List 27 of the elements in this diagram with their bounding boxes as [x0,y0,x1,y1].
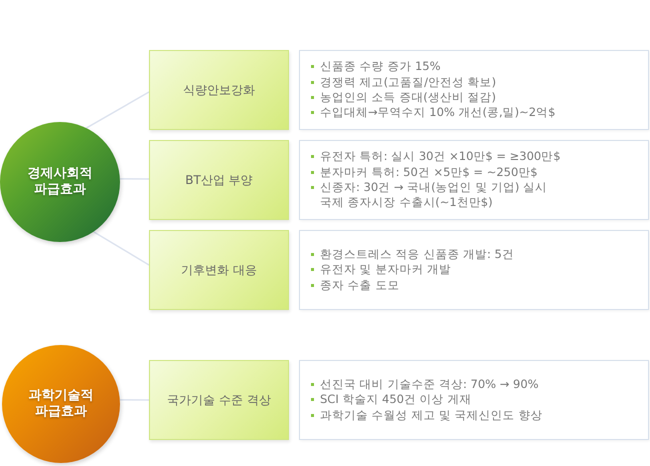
bullet-text: 경쟁력 제고(고품질/안전성 확보) [320,74,496,90]
bullet-text: SCI 학술지 450건 이상 게재 [320,392,472,408]
description-box [299,230,649,310]
category-box: 기후변화 대응 [149,230,289,310]
connector-line [93,231,150,266]
bullet-text: 분자마커 특허: 50건 ×5만$ = ~250만$ [320,164,538,180]
bullet-text: 환경스트레스 적응 신품종 개발: 5건 [320,246,514,262]
bullet-text: 수입대체→무역수지 10% 개선(콩,밀)~2억$ [320,105,556,121]
bullet-text: 유전자 특허: 실시 30건 ×10만$ = ≥300만$ [320,149,561,165]
bullet-text: 선진국 대비 기술수준 격상: 70% → 90% [320,376,539,392]
category-box: 식량안보강화 [149,50,289,130]
description-box [299,140,649,220]
bullet-text: 농업인의 소득 증대(생산비 절감) [320,90,496,106]
connector-line [86,91,150,129]
bullet-text: 신종자: 30건 → 국내(농업인 및 기업) 실시 국제 종자시장 수출시(~1천만$) [320,180,548,211]
topic-circle: 과학기술적 파급효과 [2,345,120,463]
connector-line [120,178,149,180]
category-box: BT산업 부양 [149,140,289,220]
connector-line [120,399,149,401]
bullet-text: 유전자 및 분자마커 개발 [320,262,451,278]
bullet-text: 신품종 수량 증가 15% [320,59,441,75]
category-box: 국가기술 수준 격상 [149,360,289,440]
bullet-text: 종자 수출 도모 [320,278,400,294]
description-box [299,360,649,440]
description-box [299,50,649,130]
topic-circle: 경제사회적 파급효과 [0,122,120,242]
bullet-text: 과학기술 수월성 제고 및 국제신인도 향상 [320,408,542,424]
